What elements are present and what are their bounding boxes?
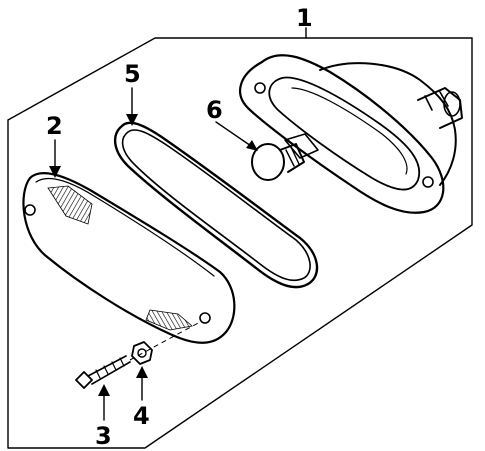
callout-6: 6 <box>206 96 223 124</box>
callout-4: 4 <box>133 402 150 430</box>
callout-2-arrowhead <box>49 166 61 178</box>
callout-3: 3 <box>95 422 112 450</box>
callout-6-leader <box>215 121 255 149</box>
callout-5: 5 <box>124 60 141 88</box>
gasket <box>114 121 319 289</box>
callout-2: 2 <box>46 112 63 140</box>
lamp-housing <box>239 54 463 214</box>
lens <box>22 172 236 344</box>
screw <box>75 355 131 389</box>
lens-reflector-upper <box>47 185 93 225</box>
bulb <box>251 143 305 181</box>
callout-5-arrowhead <box>126 114 138 126</box>
assembly-frame <box>7 37 473 449</box>
screw-alignment-line <box>129 321 201 361</box>
callout-1: 1 <box>296 4 313 32</box>
nut <box>131 341 153 365</box>
callout-4-arrowhead <box>136 366 148 378</box>
lens-reflector-lower <box>145 309 193 331</box>
callout-3-arrowhead <box>98 384 110 396</box>
callout-6-arrowhead <box>246 140 258 151</box>
